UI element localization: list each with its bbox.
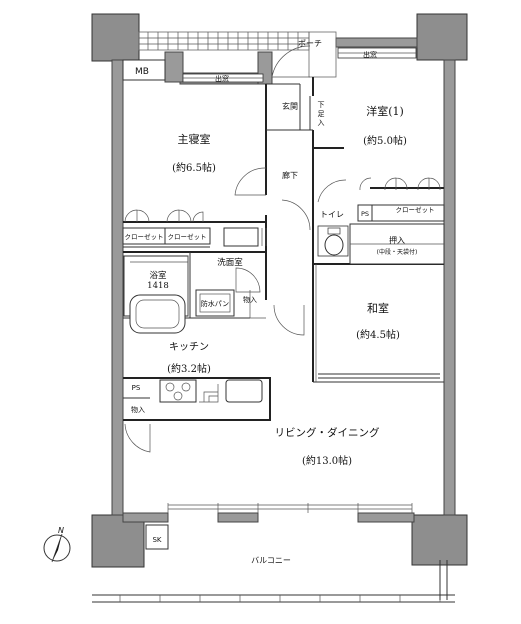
western-room-name: 洋室(1): [366, 104, 404, 118]
column-top-right: [416, 13, 468, 61]
balcony-label: バルコニー: [251, 556, 291, 565]
north-label: N: [58, 526, 64, 535]
wall-bottom-right: [357, 512, 415, 523]
closet-label-1: クローゼット: [125, 232, 164, 241]
stove: [159, 379, 197, 403]
wash-basin: [223, 227, 259, 247]
svg-text:入: 入: [318, 119, 325, 127]
toilet-bowl: [324, 234, 344, 256]
entrance-label: 玄関: [282, 101, 298, 111]
wall-mb-block: [164, 51, 184, 83]
washroom-door-swing: [235, 267, 261, 293]
sk-label: SK: [152, 536, 161, 544]
column-bottom-right: [411, 514, 468, 566]
washroom-label: 洗面室: [217, 257, 243, 268]
bay-window-label-2: 出窓: [363, 50, 377, 59]
bay-window-label-1: 出窓: [215, 74, 229, 83]
hallway-label: 廊下: [282, 170, 298, 180]
wall-right: [443, 59, 456, 516]
kitchen-size: (約3.2帖): [167, 362, 211, 375]
balcony-windows: [167, 503, 413, 513]
master-bedroom-name: 主寝室: [178, 132, 211, 146]
bathroom-code: 1418: [147, 281, 169, 291]
closet-label-2: クローゼット: [168, 232, 207, 241]
wall-top-western: [335, 37, 418, 48]
japanese-room-name: 和室: [367, 301, 389, 315]
master-closet: [122, 209, 211, 245]
bay-window-western: [337, 47, 417, 59]
kitchen-sink: [225, 379, 263, 403]
bathtub: [129, 294, 186, 334]
storage-label-2: 物入: [131, 405, 145, 414]
wall-left: [111, 59, 124, 516]
oshiire-note: (中段・天袋付): [377, 248, 418, 256]
mb-label: MB: [135, 67, 149, 77]
porch-tiles: [138, 31, 337, 78]
japanese-room-size: (約4.5帖): [356, 328, 400, 341]
wall-bottom-mid: [217, 512, 259, 523]
storage-label-1: 物入: [243, 295, 257, 304]
entrance-door-swing: [271, 45, 311, 78]
balcony-area: [92, 524, 455, 603]
western-closet: [357, 177, 445, 222]
kitchen-name: キッチン: [169, 341, 209, 353]
porch-label: ポーチ: [298, 39, 322, 48]
mb-box: [122, 59, 166, 81]
bathroom-label: 浴室: [149, 270, 167, 281]
column-top-left: [91, 13, 140, 62]
living-dining-name: リビング・ダイニング: [275, 426, 380, 439]
svg-text:足: 足: [318, 110, 325, 118]
waterproof-pan-label: 防水パン: [201, 299, 229, 308]
shoe-closet-label: 下 足 入: [318, 101, 325, 127]
ps-label-2: PS: [132, 384, 141, 392]
oshiire-label: 押入: [389, 235, 405, 245]
north-compass-icon: [43, 533, 71, 563]
column-bottom-left: [91, 514, 145, 568]
toilet-label: トイレ: [320, 210, 344, 219]
svg-text:下: 下: [318, 101, 325, 109]
living-dining-size: (約13.0帖): [302, 454, 352, 467]
ps-label-1: PS: [361, 210, 369, 218]
bay-window-master: [182, 73, 264, 83]
western-room-size: (約5.0帖): [363, 134, 407, 147]
wall-bottom-left: [122, 512, 169, 523]
master-bedroom-size: (約6.5帖): [172, 161, 216, 174]
closet-label-3: クローゼット: [396, 205, 435, 214]
bedroom-door-swing: [234, 167, 267, 196]
